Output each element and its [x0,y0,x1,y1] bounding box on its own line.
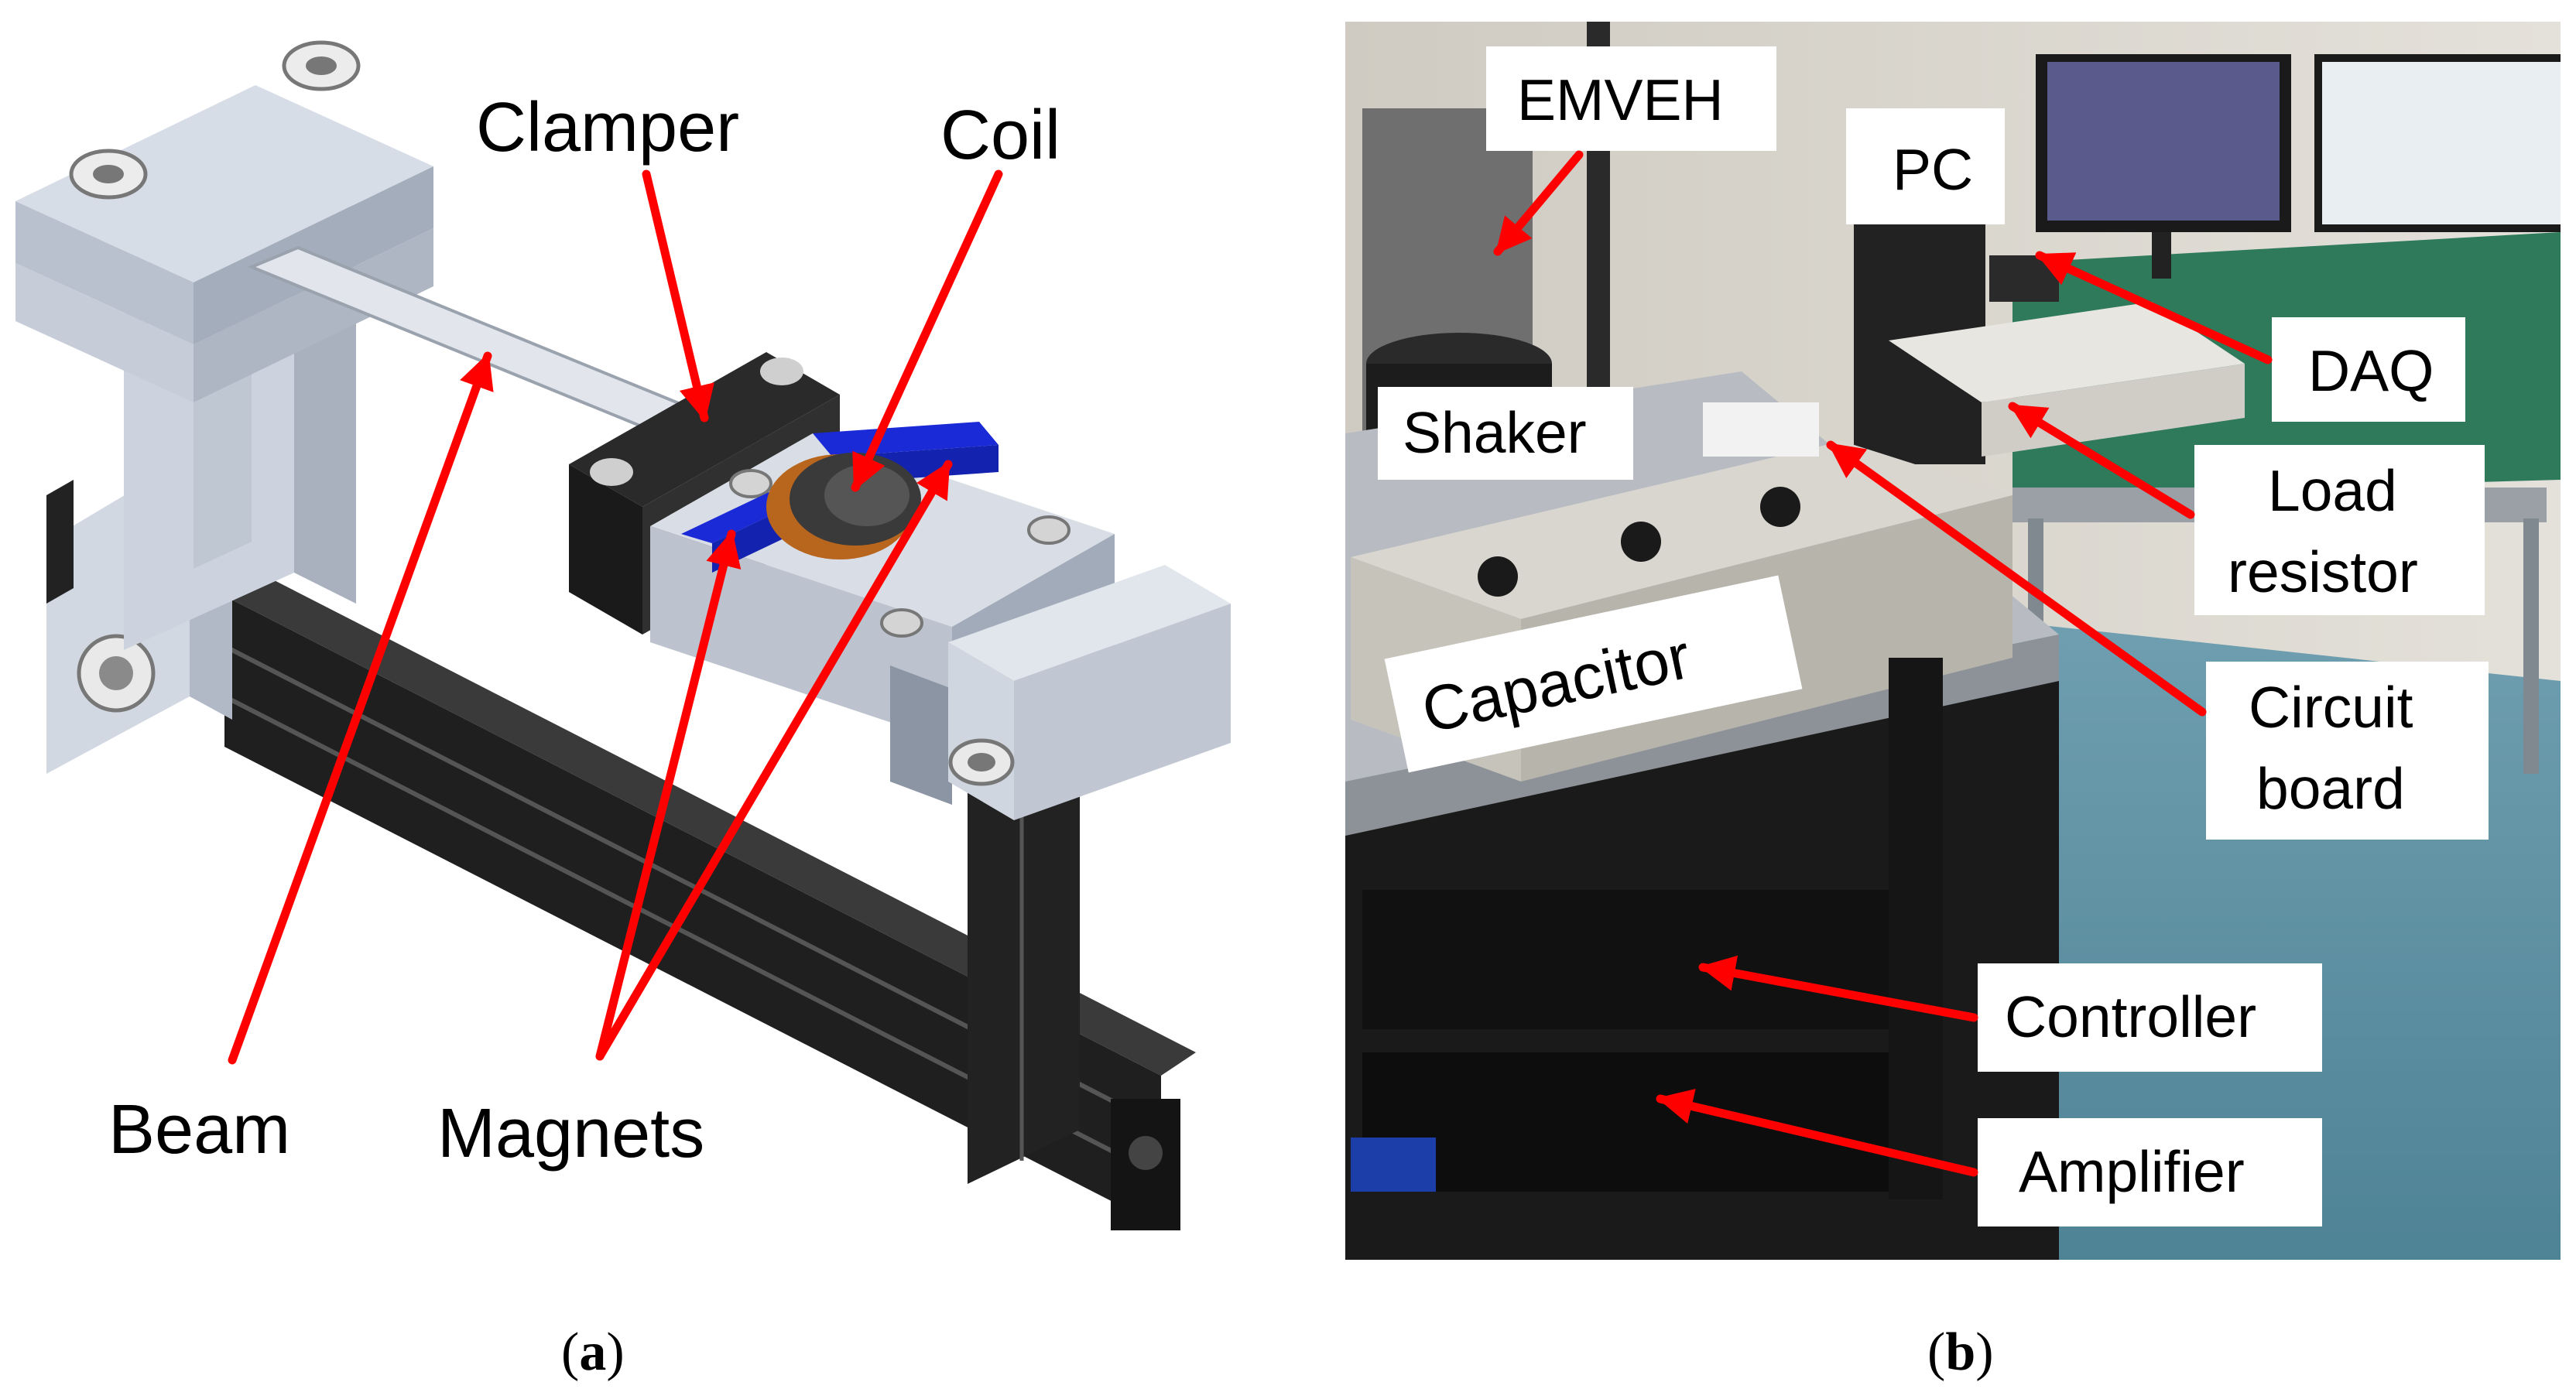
arrow-clamper [642,169,714,423]
label-emveh: EMVEH [1517,67,1724,132]
label-circuit-board-2: board [2256,756,2405,821]
caption-a-letter: a [579,1322,606,1382]
arrow-coil [851,169,1003,492]
panel-a-arrows [228,169,1003,1065]
aluminium-profile-rail [223,573,1196,1230]
arrow-amplifier [1656,1089,1978,1177]
caption-b: (b) [1927,1322,1994,1382]
label-daq: DAQ [2308,338,2434,403]
arrow-magnet-left [595,529,742,1061]
label-load-resistor-2: resistor [2228,539,2418,604]
magnet-housing [650,433,1231,820]
arrow-load-resistor [2008,402,2195,519]
caption-b-close: ) [1975,1322,1993,1382]
label-circuit-board-1: Circuit [2249,675,2413,740]
panel-b-photo: EMVEH PC Shaker DAQ Load resistor Cap [1345,22,2561,1382]
caption-b-letter: b [1945,1322,1975,1382]
label-controller: Controller [2005,984,2256,1049]
label-pc: PC [1893,137,1973,202]
label-box-load-resistor: Load resistor [2194,445,2485,615]
panel-b-arrows [1493,150,2273,1177]
arrow-controller [1698,955,1978,1022]
arrow-circuit-board [1826,440,2207,717]
panel-b-labels: EMVEH PC Shaker DAQ Load resistor Cap [1378,46,2489,1226]
arrow-emveh [1493,150,1584,256]
label-shaker: Shaker [1403,400,1587,465]
label-coil: Coil [940,97,1060,174]
label-box-circuit-board: Circuit board [2206,662,2489,840]
label-box-emveh: EMVEH [1486,46,1776,151]
panel-a-cad-model: Clamper Coil Beam Magnets (a) [15,40,1231,1382]
label-box-controller: Controller [1978,963,2322,1072]
label-box-pc: PC [1846,108,2005,224]
arrow-beam [228,351,494,1065]
label-amplifier: Amplifier [2019,1139,2245,1204]
label-load-resistor-1: Load [2268,458,2397,523]
caption-a: (a) [561,1322,625,1382]
caption-a-open: ( [561,1322,579,1382]
caption-b-open: ( [1927,1322,1945,1382]
arrow-daq [2035,251,2273,364]
top-clamp-block [15,40,433,402]
label-beam: Beam [108,1091,290,1168]
label-box-amplifier: Amplifier [1978,1118,2322,1226]
label-box-shaker: Shaker [1378,387,1633,480]
label-clamper: Clamper [476,89,739,166]
label-box-daq: DAQ [2272,317,2465,422]
caption-a-close: ) [606,1322,624,1382]
label-magnets: Magnets [437,1095,704,1172]
arrow-magnet-right [595,460,953,1061]
